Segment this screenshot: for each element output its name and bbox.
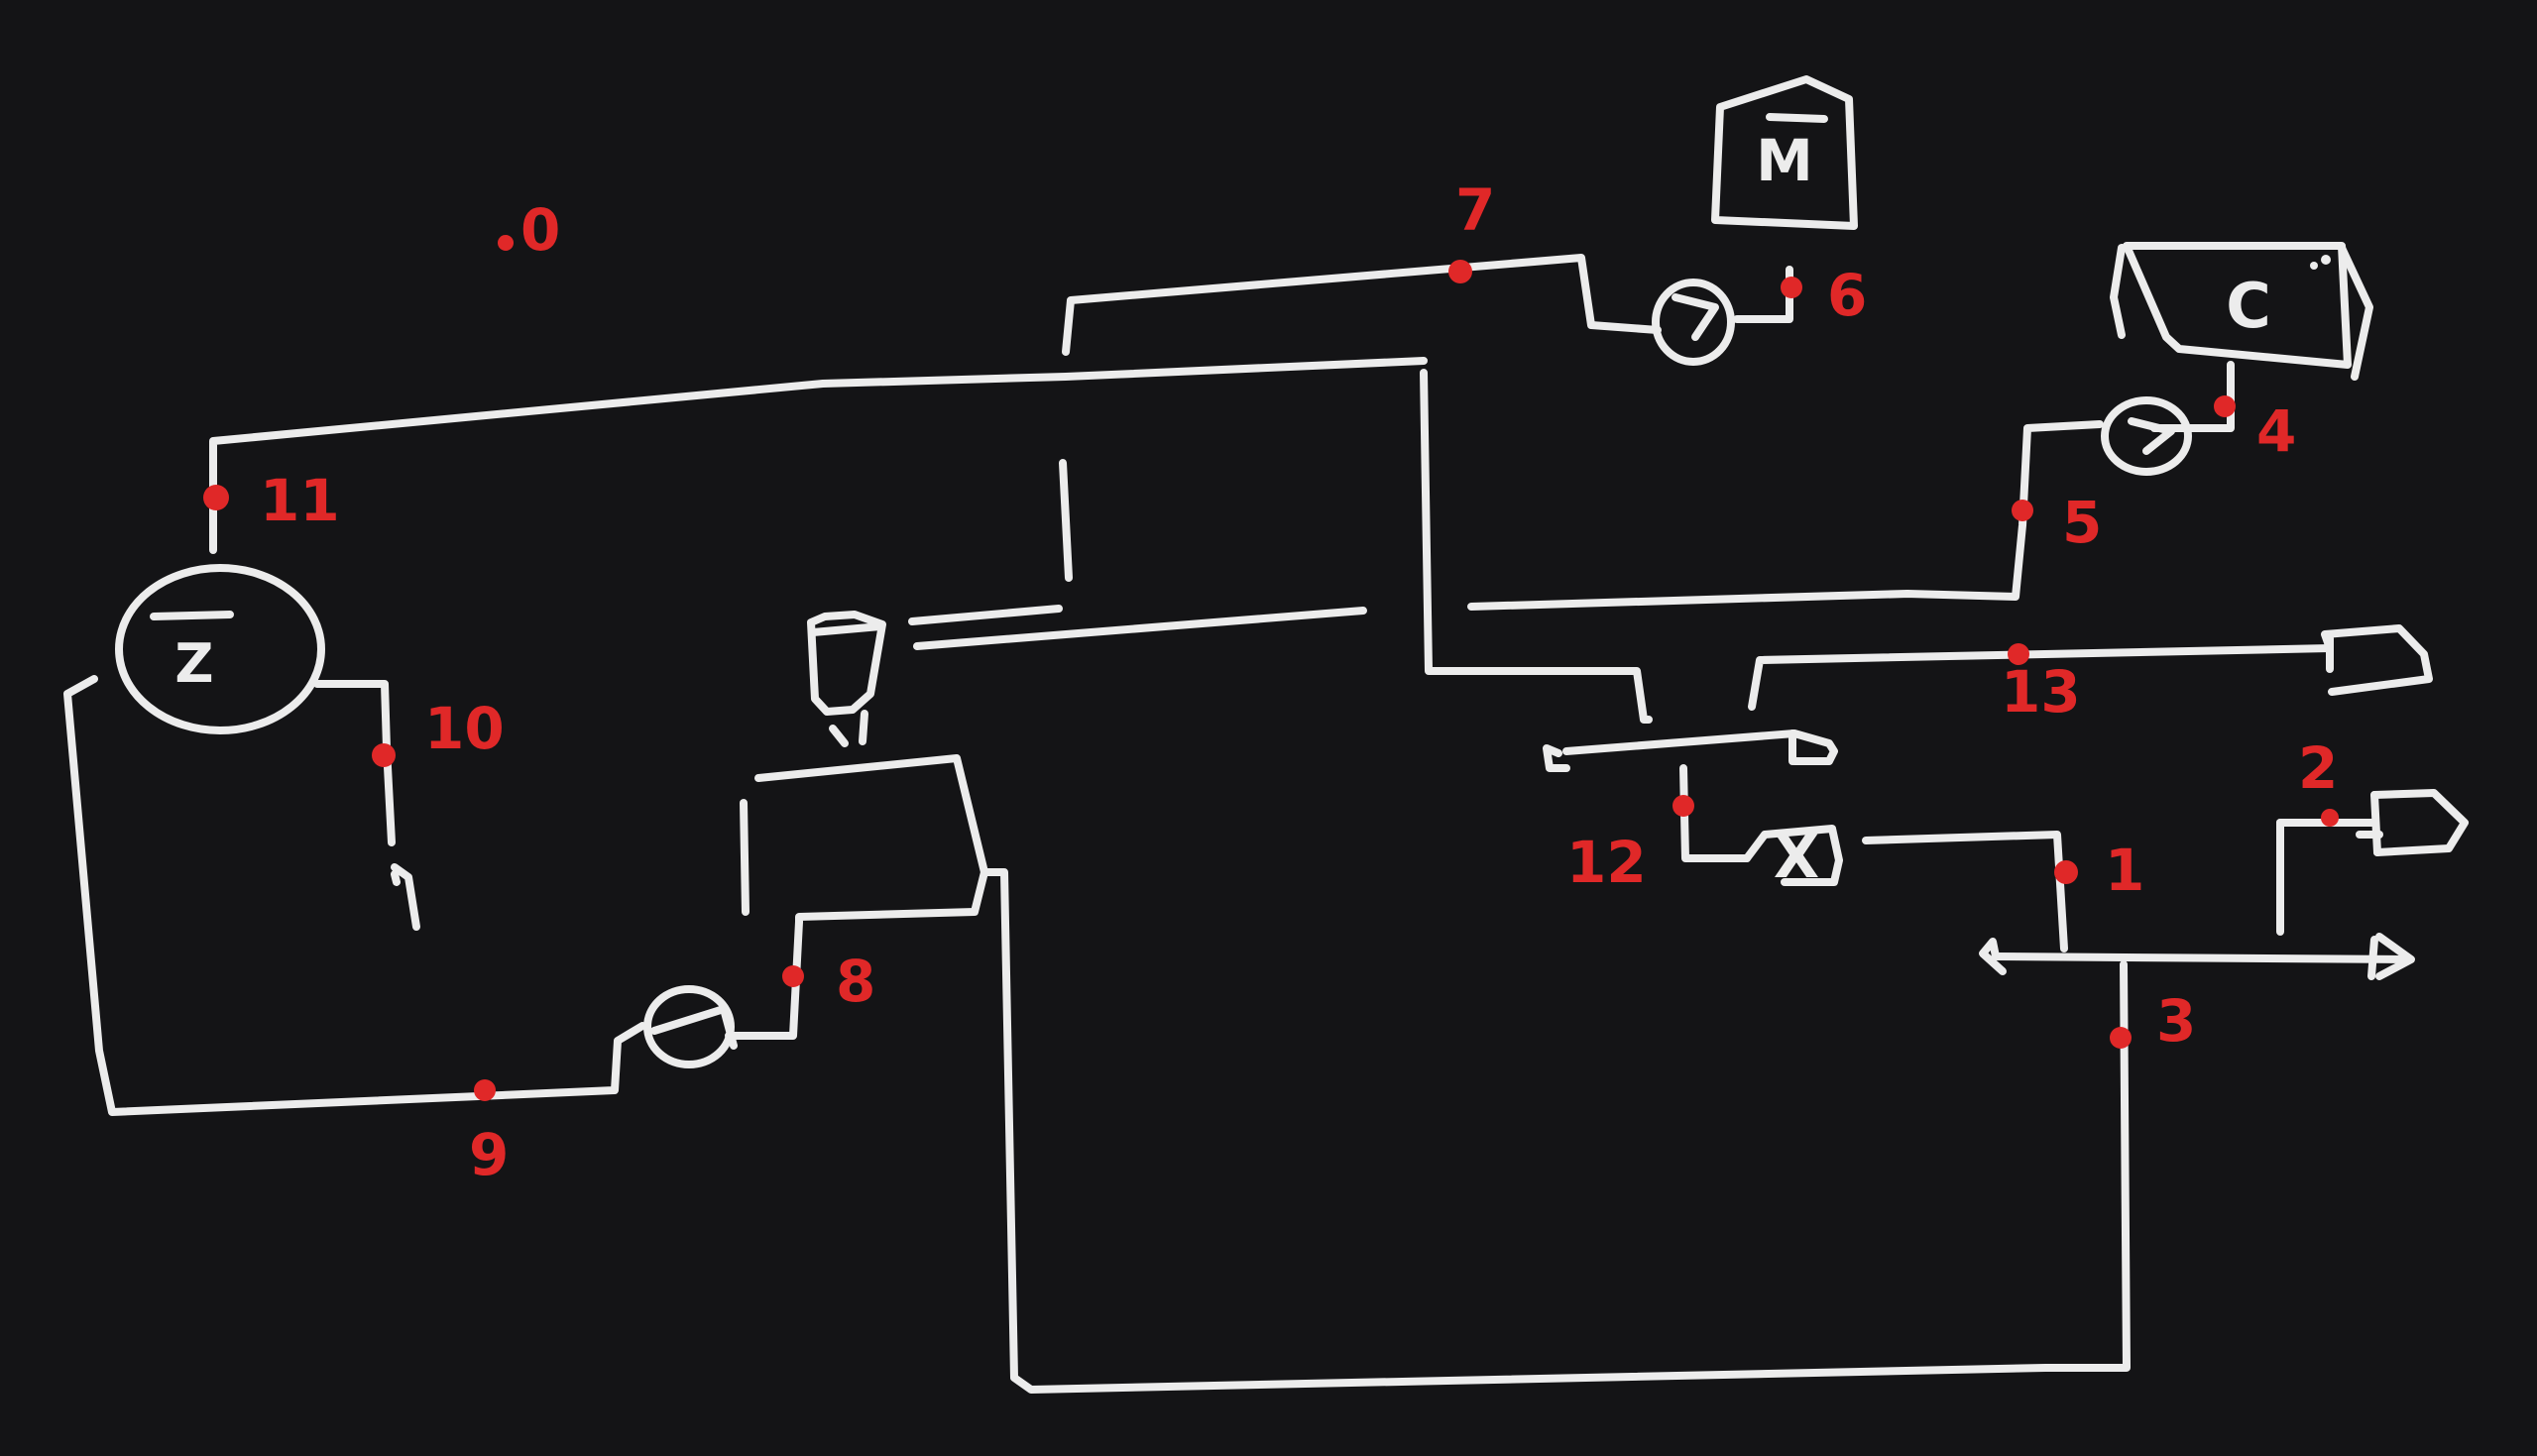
wire-node-10-tail — [391, 863, 420, 931]
m-box-label: M — [1756, 127, 1813, 194]
wire-node-11 — [209, 357, 1428, 554]
node-dot-3 — [2110, 1027, 2132, 1049]
wire-vertical-stub — [1059, 459, 1073, 582]
wire-node-5-b — [1467, 420, 2104, 611]
node-label-11: 11 — [260, 467, 340, 534]
node-label-10: 10 — [424, 695, 505, 762]
x-box: X — [1743, 823, 1843, 892]
node-dot-10 — [372, 743, 396, 767]
source-6 — [1652, 279, 1735, 366]
node-dot-5 — [2012, 500, 2033, 521]
components: M C Z — [115, 75, 2469, 1068]
z-circle: Z — [115, 564, 325, 734]
node-dot-6 — [1781, 277, 1802, 298]
c-box-label: C — [2226, 270, 2271, 342]
wire-node-3 — [980, 868, 2131, 1394]
cup-component — [807, 611, 886, 747]
node-dot-12 — [1672, 795, 1694, 817]
m-box: M — [1711, 75, 1858, 230]
node-markers — [203, 235, 2339, 1101]
node-dot-2 — [2321, 809, 2339, 827]
node-label-9: 9 — [469, 1121, 509, 1188]
node-label-2: 2 — [2298, 734, 2338, 802]
wire-node-5 — [1420, 369, 1653, 724]
node-label-12: 12 — [1566, 829, 1647, 896]
node-label-3: 3 — [2156, 987, 2196, 1055]
node-dot-8 — [782, 965, 804, 987]
wire-node-9 — [63, 675, 646, 1116]
wires — [63, 254, 2378, 1394]
node-label-6: 6 — [1827, 262, 1867, 329]
node-dot-0 — [498, 235, 514, 251]
wire-node-13 — [1748, 644, 2334, 711]
gate-right-13 — [2321, 624, 2433, 696]
node-dot-7 — [1448, 260, 1472, 283]
wire-m-box-drop — [1733, 266, 1793, 323]
gate-left-12 — [1543, 729, 1838, 772]
node-label-7: 7 — [1455, 176, 1495, 244]
c-box: C — [2110, 242, 2373, 381]
wire-node-10-tail-b — [391, 870, 401, 886]
node-label-8: 8 — [836, 948, 875, 1015]
z-circle-label: Z — [174, 632, 213, 695]
wire-center-block-left — [740, 799, 750, 916]
node-dot-9 — [474, 1079, 496, 1101]
node-label-1: 1 — [2105, 837, 2144, 904]
x-box-label: X — [1774, 823, 1819, 892]
node-label-5: 5 — [2062, 489, 2102, 556]
wire-node-1 — [1862, 831, 2068, 952]
node-label-0: 0 — [520, 196, 560, 264]
node-label-4: 4 — [2256, 397, 2296, 465]
wire-node-12 — [1679, 764, 1751, 862]
source-4 — [2101, 396, 2192, 476]
wire-upper-mid — [908, 605, 1063, 625]
node-labels: 0 7 6 4 5 11 13 10 12 2 1 8 3 9 — [260, 176, 2338, 1188]
wire-center-block — [754, 754, 988, 926]
wire-node-8 — [725, 918, 803, 1040]
node-dot-1 — [2054, 860, 2078, 884]
node-dot-4 — [2214, 395, 2236, 417]
node-dot-13 — [2008, 643, 2029, 665]
wire-upper-mid-b — [913, 607, 1367, 650]
source-8 — [643, 985, 738, 1068]
wire-node-7 — [1062, 254, 1662, 356]
wire-node-10 — [313, 680, 396, 846]
gate-right-2 — [2356, 789, 2469, 856]
node-dot-11 — [203, 485, 229, 510]
node-label-13: 13 — [2001, 658, 2081, 726]
bus-node-1 — [1979, 933, 2415, 980]
wire-node-4 — [2150, 361, 2235, 432]
